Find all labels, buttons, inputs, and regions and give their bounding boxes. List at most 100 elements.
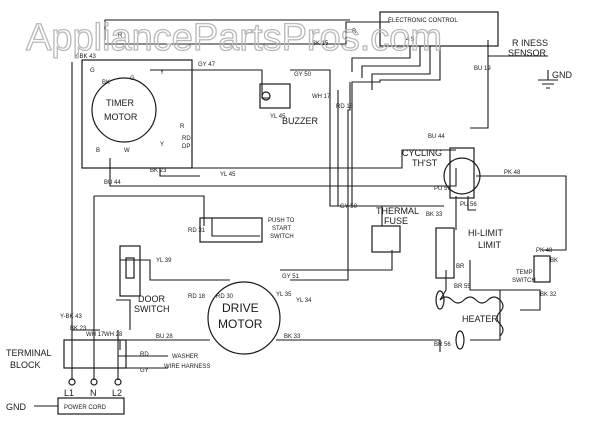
svg-text:SWITCH: SWITCH: [512, 278, 536, 284]
svg-text:TEMP: TEMP: [516, 270, 533, 276]
svg-text:BR 55: BR 55: [454, 284, 471, 290]
svg-text:GY 47: GY 47: [198, 62, 216, 68]
svg-text:RD 18: RD 18: [188, 294, 206, 300]
svg-text:BK 33: BK 33: [426, 212, 443, 218]
svg-text:RD 31: RD 31: [188, 228, 206, 234]
svg-text:MOTOR: MOTOR: [104, 112, 138, 122]
watermark-text: AppliancePartsPros.com: [26, 17, 442, 59]
svg-text:SWITCH: SWITCH: [134, 304, 170, 314]
svg-text:SENSOR: SENSOR: [508, 48, 547, 58]
svg-text:RD 18: RD 18: [336, 104, 354, 110]
svg-text:G: G: [90, 68, 95, 74]
svg-text:Y: Y: [160, 70, 164, 76]
svg-text:PU 57: PU 57: [434, 186, 451, 192]
washer-wire-harness: WASHER WIRE HARNESS: [164, 354, 210, 370]
svg-text:WIRE HARNESS: WIRE HARNESS: [164, 364, 210, 370]
svg-text:POWER CORD: POWER CORD: [64, 405, 107, 411]
dryness-sensor: R INESS SENSOR GND: [508, 38, 573, 80]
svg-text:BK: BK: [550, 258, 558, 264]
svg-text:RD 30: RD 30: [216, 294, 234, 300]
svg-text:YL 39: YL 39: [156, 258, 172, 264]
wire-paths: [71, 19, 567, 380]
svg-text:PK 48: PK 48: [536, 248, 553, 254]
svg-text:ELECTRONIC CONTROL: ELECTRONIC CONTROL: [388, 18, 458, 24]
buzzer: BUZZER: [259, 83, 319, 126]
svg-text:DP: DP: [182, 144, 190, 150]
svg-text:BR: BR: [456, 264, 465, 270]
svg-text:HEATER: HEATER: [462, 314, 498, 324]
svg-text:YL 45: YL 45: [270, 114, 286, 120]
svg-text:MOTOR: MOTOR: [218, 317, 263, 331]
svg-text:TIMER: TIMER: [106, 98, 134, 108]
svg-text:TH'ST: TH'ST: [412, 158, 438, 168]
svg-text:BK 15: BK 15: [312, 41, 329, 47]
svg-text:THERMAL: THERMAL: [376, 206, 419, 216]
svg-text:GY 50: GY 50: [340, 204, 358, 210]
svg-text:BU 28: BU 28: [156, 334, 173, 340]
svg-text:R: R: [118, 33, 123, 39]
svg-text:BK 33: BK 33: [284, 334, 301, 340]
svg-text:YL 34: YL 34: [296, 298, 312, 304]
svg-text:GND: GND: [552, 70, 573, 80]
svg-text:WH 28: WH 28: [104, 332, 123, 338]
svg-text:L1: L1: [64, 388, 74, 398]
svg-text:CYCLING: CYCLING: [402, 148, 442, 158]
svg-text:BR 56: BR 56: [434, 342, 451, 348]
svg-text:R: R: [180, 124, 185, 130]
temp-switch: TEMP SWITCH: [512, 255, 551, 284]
svg-text:BK 23: BK 23: [70, 326, 87, 332]
svg-text:BLOCK: BLOCK: [10, 360, 41, 370]
timer-motor: TIMER MOTOR G G Y BK R RD DP B W Y: [81, 59, 193, 169]
svg-text:WH 17: WH 17: [312, 94, 331, 100]
svg-text:WH 17: WH 17: [86, 332, 105, 338]
svg-text:N: N: [90, 388, 97, 398]
svg-text:DOOR: DOOR: [138, 294, 166, 304]
svg-text:W: W: [124, 148, 130, 154]
svg-text:YL 45: YL 45: [220, 172, 236, 178]
svg-text:R: R: [352, 29, 357, 35]
svg-text:GY: GY: [140, 368, 149, 374]
svg-text:Y-BK 43: Y-BK 43: [60, 314, 82, 320]
svg-text:BU 19: BU 19: [474, 66, 491, 72]
svg-text:RD: RD: [182, 136, 191, 142]
drive-motor: DRIVE MOTOR: [207, 281, 281, 355]
svg-text:DRIVE: DRIVE: [222, 301, 259, 315]
svg-text:G: G: [130, 76, 135, 82]
svg-text:HI-LIMIT: HI-LIMIT: [468, 228, 504, 238]
cycling-thermostat: CYCLING TH'ST: [402, 147, 481, 199]
wire-labels: R BK 15 R BU 19 Y-BK 43 GY 47 GY 50 YL 4…: [60, 29, 558, 374]
svg-text:SWITCH: SWITCH: [270, 234, 294, 240]
electronic-control: ELECTRONIC CONTROL 4 5: [379, 11, 499, 47]
svg-text:YL 35: YL 35: [276, 292, 292, 298]
svg-text:BU 44: BU 44: [428, 134, 445, 140]
svg-text:PK 48: PK 48: [504, 170, 521, 176]
terminal-block: TERMINAL BLOCK L1 N L2: [6, 339, 127, 398]
heater: HEATER: [435, 290, 504, 350]
svg-text:R INESS: R INESS: [512, 38, 548, 48]
svg-text:TERMINAL: TERMINAL: [6, 348, 52, 358]
svg-text:BU 44: BU 44: [104, 180, 121, 186]
svg-text:PU 56: PU 56: [460, 202, 477, 208]
svg-text:BUZZER: BUZZER: [282, 116, 319, 126]
svg-text:BK 32: BK 32: [540, 292, 557, 298]
hi-limit-thermostat: HI-LIMIT LIMIT: [435, 227, 504, 279]
svg-text:B: B: [96, 148, 100, 154]
svg-text:PUSH TO: PUSH TO: [268, 218, 295, 224]
push-to-start-switch: PUSH TO START SWITCH: [199, 217, 295, 243]
svg-text:L2: L2: [112, 388, 122, 398]
svg-text:BK: BK: [102, 80, 110, 86]
svg-text:LIMIT: LIMIT: [478, 240, 502, 250]
power-cord: POWER CORD GND: [6, 397, 125, 415]
door-switch: DOOR SWITCH: [119, 245, 170, 314]
svg-text:BK 23: BK 23: [150, 168, 167, 174]
svg-text:GY 50: GY 50: [294, 72, 312, 78]
svg-text:GND: GND: [6, 402, 27, 412]
svg-text:Y-BK 43: Y-BK 43: [74, 54, 96, 60]
svg-text:WASHER: WASHER: [172, 354, 199, 360]
thermal-fuse: THERMAL FUSE: [371, 206, 419, 253]
svg-text:Y: Y: [160, 142, 164, 148]
svg-text:4 5: 4 5: [406, 37, 415, 43]
svg-text:FUSE: FUSE: [384, 216, 408, 226]
svg-text:RD: RD: [140, 352, 149, 358]
